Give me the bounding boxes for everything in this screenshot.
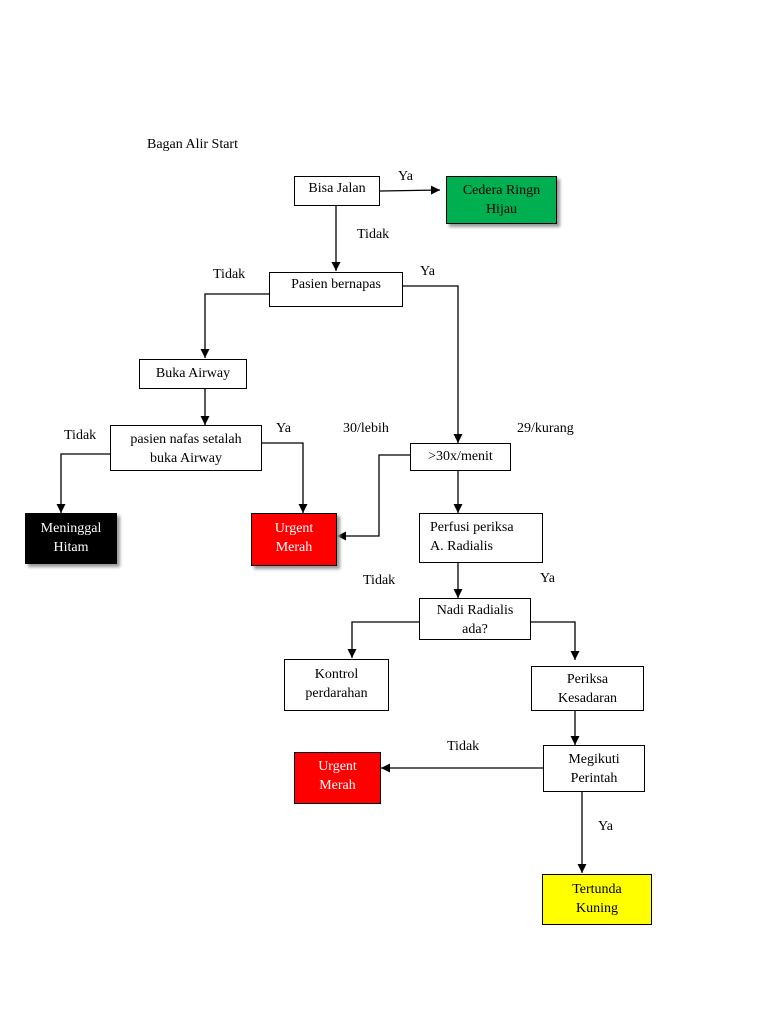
arrow-pasien-to-respirasi xyxy=(403,285,463,443)
arrow-nadi-to-kesadaran xyxy=(531,621,580,660)
node-urgent-merah-2: Urgent Merah xyxy=(294,752,381,804)
node-perfusi: Perfusi periksa A. Radialis xyxy=(419,513,543,563)
label-tidak-nadi: Tidak xyxy=(363,573,396,588)
node-cedera-ringan: Cedera Ringn Hijau xyxy=(446,176,557,224)
node-buka-airway: Buka Airway xyxy=(139,359,247,389)
node-label: Kontrol perdarahan xyxy=(305,667,368,701)
node-label: Meninggal Hitam xyxy=(40,521,102,555)
node-mengikuti-perintah: Megikuti Perintah xyxy=(543,745,645,792)
node-bisa-jalan: Bisa Jalan xyxy=(294,176,380,206)
arrow-bisa-jalan-to-cedera xyxy=(379,185,441,195)
label-tidak-nafas-airway: Tidak xyxy=(64,428,97,443)
arrow-nadi-to-kontrol xyxy=(347,621,419,658)
node-kontrol-perdarahan: Kontrol perdarahan xyxy=(284,659,389,711)
arrow-respirasi-to-urgent xyxy=(337,454,410,541)
label-ya-bisa-jalan: Ya xyxy=(398,169,413,184)
label-ya-bernapas: Ya xyxy=(420,264,435,279)
node-label: Tertunda Kuning xyxy=(572,882,622,916)
label-tidak-perintah: Tidak xyxy=(447,739,480,754)
node-nadi-radialis: Nadi Radialis ada? xyxy=(419,598,531,640)
node-label: Megikuti Perintah xyxy=(568,752,620,786)
node-label: Cedera Ringn Hijau xyxy=(462,183,541,217)
arrow-nafas-to-urgent xyxy=(262,442,308,513)
node-label: Periksa Kesadaran xyxy=(557,672,618,706)
label-ya-nadi: Ya xyxy=(540,571,555,586)
label-ya-perintah: Ya xyxy=(598,819,613,834)
node-label: Urgent Merah xyxy=(274,521,314,555)
node-periksa-kesadaran: Periksa Kesadaran xyxy=(531,666,644,711)
node-label: Urgent Merah xyxy=(318,759,357,793)
label-29-kurang: 29/kurang xyxy=(517,421,574,436)
node-label: Bisa Jalan xyxy=(308,181,366,196)
node-nafas-setelah-airway: pasien nafas setalah buka Airway xyxy=(110,425,262,471)
arrow-nafas-to-meninggal xyxy=(56,453,110,513)
node-tertunda-kuning: Tertunda Kuning xyxy=(542,874,652,925)
label-tidak-bisa-jalan: Tidak xyxy=(357,227,390,242)
node-label: Nadi Radialis ada? xyxy=(436,603,514,637)
node-label: Perfusi periksa A. Radialis xyxy=(430,520,514,554)
node-label: pasien nafas setalah buka Airway xyxy=(130,432,242,466)
label-ya-nafas-airway: Ya xyxy=(276,421,291,436)
node-urgent-merah-1: Urgent Merah xyxy=(251,513,337,566)
node-label: Pasien bernapas xyxy=(291,277,381,292)
node-meninggal-hitam: Meninggal Hitam xyxy=(25,513,117,564)
arrow-pasien-to-buka-airway xyxy=(200,293,269,358)
node-respirasi: >30x/menit xyxy=(410,443,511,471)
node-label: Buka Airway xyxy=(155,366,231,381)
diagram-title: Bagan Alir Start xyxy=(147,137,238,152)
label-tidak-bernapas: Tidak xyxy=(213,267,246,282)
node-label: >30x/menit xyxy=(428,449,493,464)
label-30-lebih: 30/lebih xyxy=(343,421,389,436)
node-pasien-bernapas: Pasien bernapas xyxy=(269,272,403,307)
